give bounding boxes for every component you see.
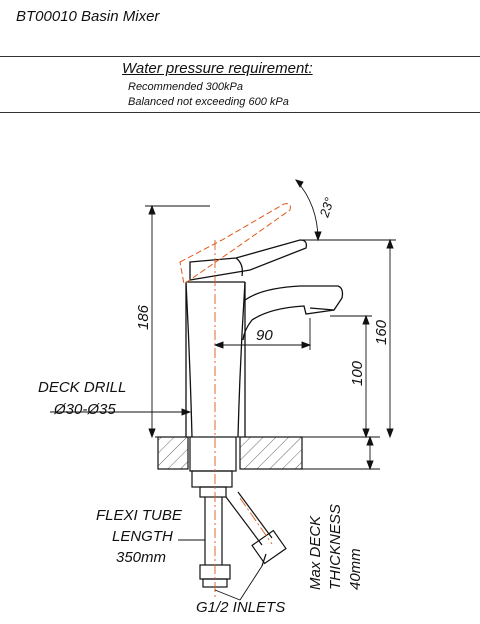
handle-rotated-outline xyxy=(179,203,291,285)
deck-drill-diameter: Ø30-Ø35 xyxy=(53,401,116,418)
water-pressure-recommended: Recommended 300kPa xyxy=(128,81,243,93)
angle-label: 23° xyxy=(316,196,337,220)
flexi-length-value: 350mm xyxy=(116,549,166,566)
deck-thickness-line3: 40mm xyxy=(347,548,364,590)
body-height-label: 160 xyxy=(373,319,390,345)
dimension-lines xyxy=(50,204,396,601)
flexi-tube-label: FLEXI TUBE xyxy=(96,507,183,524)
divider-top xyxy=(0,56,480,57)
height-total-label: 186 xyxy=(135,304,152,330)
page-title: BT00010 Basin Mixer xyxy=(16,8,160,25)
centre-lines xyxy=(214,240,273,600)
deck-thickness-line1: Max DECK xyxy=(307,515,324,590)
divider-bottom xyxy=(0,112,480,113)
shank xyxy=(189,436,287,588)
water-pressure-max: Balanced not exceeding 600 kPa xyxy=(128,96,289,108)
deck-thickness-line2: THICKNESS xyxy=(327,504,344,590)
spout-reach-label: 90 xyxy=(256,327,273,344)
flexi-length-label: LENGTH xyxy=(112,528,173,545)
mixer-body xyxy=(185,239,344,438)
deck-section xyxy=(157,436,303,470)
inlets-label: G1/2 INLETS xyxy=(196,599,285,616)
deck-drill-label: DECK DRILL xyxy=(38,379,126,396)
water-pressure-heading: Water pressure requirement: xyxy=(122,60,313,77)
angle-arc xyxy=(295,179,322,242)
spout-height-label: 100 xyxy=(349,360,366,386)
